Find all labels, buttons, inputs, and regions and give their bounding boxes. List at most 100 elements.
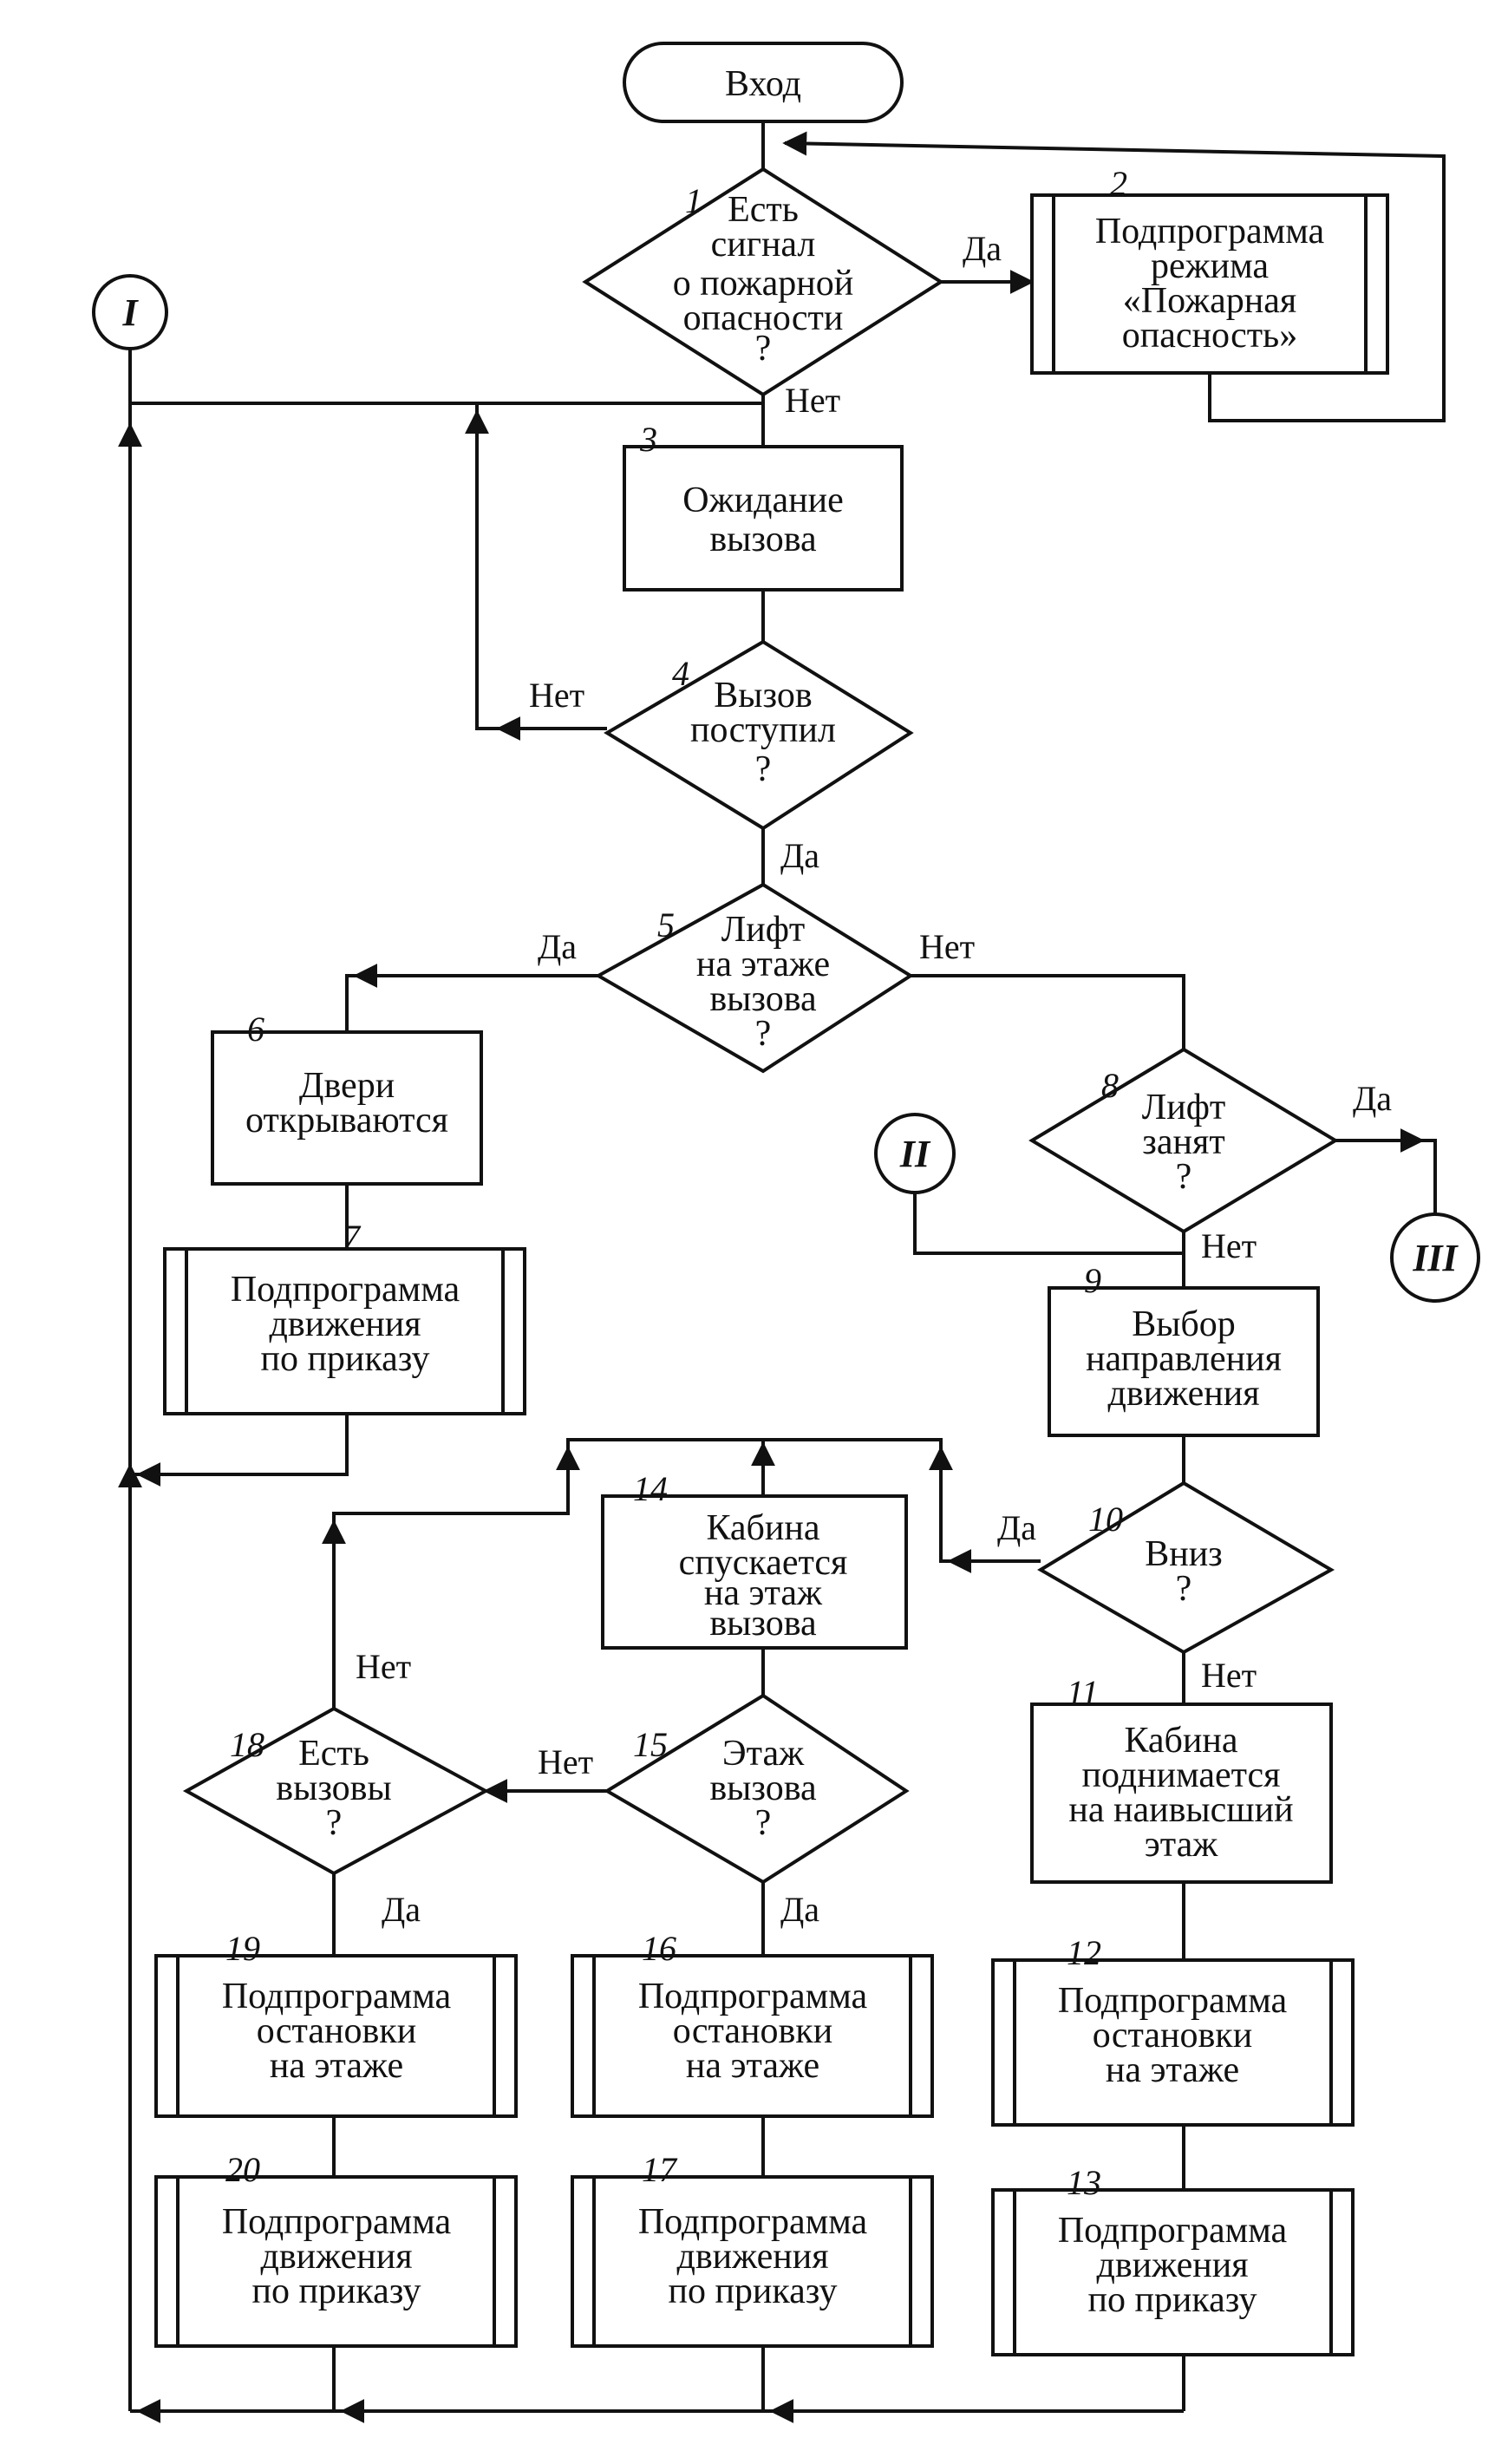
block17-line: Подпрограмма — [638, 2202, 868, 2242]
block-number-12: 12 — [1067, 1933, 1101, 1972]
block1-line: опасности — [683, 298, 844, 338]
block12-line: остановки — [1093, 2016, 1252, 2056]
block19-line: на этаже — [270, 2046, 403, 2086]
block8-line: Лифт — [1142, 1088, 1226, 1127]
block-texts: Вход Есть сигнал о пожарной опасности ? … — [121, 64, 1459, 2320]
decision-call-floor — [604, 1693, 910, 1885]
block18-line: Есть — [298, 1734, 369, 1774]
label-yes-8: Да — [1353, 1079, 1392, 1118]
block20-line: Подпрограмма — [222, 2202, 452, 2242]
block19-line: остановки — [257, 2011, 416, 2051]
block8-line: ? — [1176, 1157, 1192, 1197]
block-number-3: 3 — [639, 420, 657, 459]
block-number-2: 2 — [1110, 164, 1127, 203]
block15-line: вызова — [709, 1768, 817, 1808]
block9-line: движения — [1107, 1374, 1259, 1414]
block13-line: движения — [1096, 2245, 1248, 2285]
block3-line: Ожидание — [682, 480, 843, 520]
block16-line: Подпрограмма — [638, 1977, 868, 2016]
start-terminal — [623, 42, 904, 123]
block14-line: спускается — [679, 1543, 848, 1583]
label-no-8: Нет — [1201, 1226, 1257, 1265]
block-number-9: 9 — [1084, 1261, 1101, 1300]
label-yes-5: Да — [538, 927, 577, 966]
block2-line: режима — [1151, 246, 1269, 286]
block10-line: ? — [1176, 1569, 1192, 1609]
block-number-15: 15 — [633, 1725, 668, 1764]
decision-lift-busy — [1028, 1047, 1339, 1234]
label-no-18: Нет — [356, 1647, 411, 1686]
decision-lift-on-floor — [594, 882, 914, 1074]
block16-line: на этаже — [686, 2046, 819, 2086]
subroutine-stop-floor-19 — [154, 1954, 518, 2118]
flowchart-shapes — [92, 42, 1480, 2356]
block10-line: Вниз — [1145, 1534, 1223, 1574]
block18-line: ? — [326, 1803, 343, 1843]
block1-line: Есть — [728, 190, 799, 230]
connector-lines — [118, 121, 1446, 2423]
branch-labels: Да Нет Нет Да Да Нет Да Нет Да Нет Нет Д… — [356, 229, 1392, 1929]
block2-line: Подпрограмма — [1095, 212, 1325, 252]
block-number-5: 5 — [657, 905, 675, 944]
block3-line: вызова — [709, 520, 817, 559]
block11-line: Кабина — [1124, 1721, 1237, 1761]
block1-line: о пожарной — [673, 264, 854, 304]
connector-label-II: II — [899, 1133, 931, 1175]
block2-line: опасность» — [1122, 316, 1297, 356]
block11-line: этаж — [1145, 1825, 1219, 1865]
block-number-14: 14 — [633, 1469, 668, 1508]
label-no-5: Нет — [919, 927, 975, 966]
block18-line: вызовы — [276, 1768, 391, 1808]
block8-line: занят — [1142, 1122, 1224, 1162]
label-no-10: Нет — [1201, 1656, 1257, 1695]
block1-line: ? — [755, 329, 772, 369]
block6-line: открываются — [245, 1101, 448, 1140]
block13-line: по приказу — [1087, 2280, 1257, 2320]
block-number-19: 19 — [225, 1929, 260, 1968]
connector-label-III: III — [1412, 1237, 1459, 1279]
label-yes-4: Да — [780, 836, 819, 875]
block11-line: поднимается — [1082, 1755, 1281, 1795]
subroutine-move-order-20 — [154, 2175, 518, 2348]
process-doors-open — [211, 1030, 483, 1186]
block5-line: вызова — [709, 979, 817, 1019]
process-cabin-up — [1030, 1703, 1333, 1884]
block7-line: Подпрограмма — [231, 1270, 460, 1310]
block16-line: остановки — [673, 2011, 832, 2051]
block-number-10: 10 — [1088, 1500, 1123, 1539]
block4-line: Вызов — [714, 676, 812, 716]
connector-I — [92, 274, 168, 350]
subroutine-move-order-17 — [571, 2175, 934, 2348]
block14-line: вызова — [709, 1604, 817, 1644]
block-number-13: 13 — [1067, 2163, 1101, 2202]
block-number-8: 8 — [1101, 1066, 1119, 1105]
block1-line: сигнал — [711, 225, 816, 265]
block-number-1: 1 — [685, 181, 702, 220]
block11-line: на наивысший — [1068, 1790, 1293, 1830]
label-no-15: Нет — [538, 1742, 593, 1781]
block5-line: Лифт — [721, 910, 806, 950]
label-yes-10: Да — [997, 1508, 1036, 1547]
subroutine-move-order-13 — [991, 2188, 1355, 2356]
block-number-20: 20 — [225, 2150, 260, 2189]
block12-line: Подпрограмма — [1058, 1981, 1288, 2021]
decision-down — [1037, 1480, 1335, 1655]
decision-call-received — [604, 639, 914, 831]
block9-line: направления — [1086, 1339, 1282, 1379]
block5-line: на этаже — [696, 944, 830, 984]
process-cabin-down — [601, 1494, 908, 1650]
block4-line: ? — [755, 749, 772, 789]
block7-line: движения — [269, 1304, 421, 1344]
block14-line: Кабина — [706, 1508, 819, 1548]
label-yes-15: Да — [780, 1890, 819, 1929]
block-number-17: 17 — [642, 2150, 678, 2189]
block-number-4: 4 — [672, 654, 689, 693]
block-number-16: 16 — [642, 1929, 676, 1968]
start-label: Вход — [725, 64, 801, 104]
block7-line: по приказу — [260, 1339, 429, 1379]
process-choose-direction — [1048, 1286, 1320, 1437]
block12-line: на этаже — [1106, 2050, 1239, 2090]
block2-line: «Пожарная — [1123, 281, 1296, 321]
block13-line: Подпрограмма — [1058, 2211, 1288, 2251]
